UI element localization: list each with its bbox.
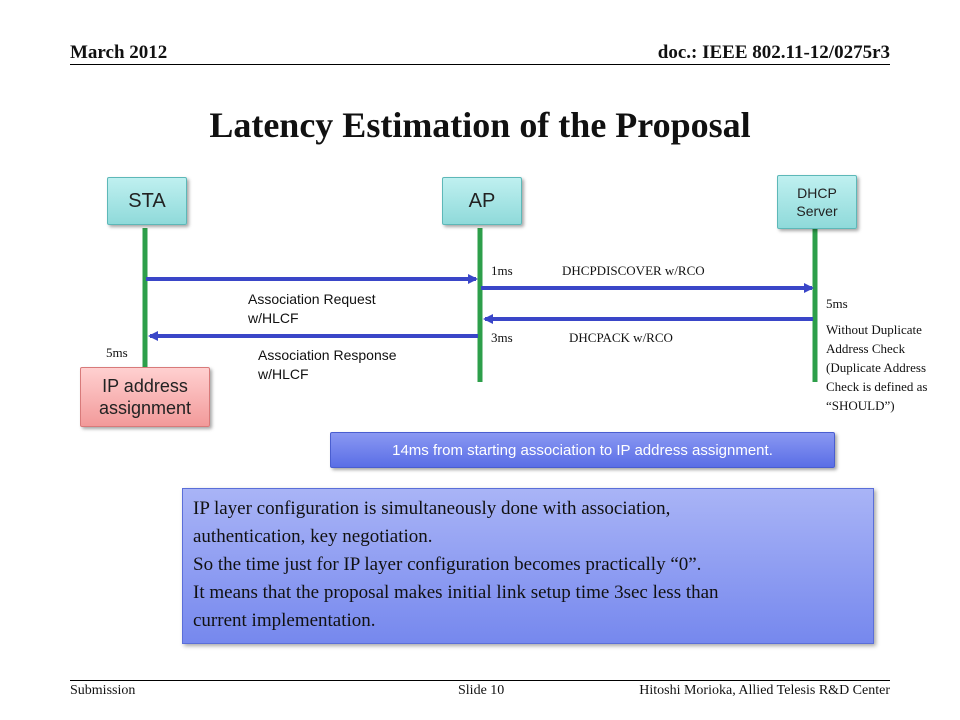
note-line: IP layer configuration is simultaneously…	[193, 498, 671, 519]
header-date: March 2012	[70, 42, 168, 63]
dhcp-time-label: 5ms	[826, 296, 848, 311]
slide-title: Latency Estimation of the Proposal	[209, 105, 751, 145]
dup-note-line1: Without Duplicate	[826, 322, 922, 337]
assoc-response-label: Association Response w/HLCF	[258, 346, 397, 384]
assoc-request-line1: Association Request	[248, 291, 376, 307]
sta-box: STA	[107, 177, 187, 225]
dhcp-label-line2: Server	[796, 203, 838, 219]
dup-note-line4: Check is defined as	[826, 379, 928, 394]
ack-time-label: 3ms	[491, 330, 513, 345]
dup-note-line3: (Duplicate Address	[826, 360, 927, 375]
note-line: current implementation.	[193, 610, 376, 631]
footer-author: Hitoshi Morioka, Allied Telesis R&D Cent…	[639, 683, 890, 698]
discover-time-label: 1ms	[491, 263, 513, 278]
dup-note-line5: “SHOULD”)	[826, 398, 895, 413]
assoc-response-line2: w/HLCF	[258, 366, 309, 382]
footer-slide-number: Slide 10	[458, 683, 505, 698]
dhcpack-label: DHCPACK w/RCO	[569, 330, 673, 345]
ip-box-line2: assignment	[98, 398, 192, 418]
dhcp-server-box: DHCP Server	[777, 175, 857, 229]
dup-note-line2: Address Check	[826, 341, 906, 356]
notes-box: IP layer configuration is simultaneously…	[182, 488, 874, 644]
ip-address-assignment-box: IP address assignment	[80, 367, 210, 427]
summary-box: 14ms from starting association to IP add…	[330, 432, 835, 468]
assoc-request-line2: w/HLCF	[248, 310, 299, 326]
ip-box-line1: IP address	[102, 376, 188, 396]
assoc-request-label: Association Request w/HLCF	[248, 290, 376, 328]
header-doc-id: doc.: IEEE 802.11-12/0275r3	[657, 42, 890, 63]
assoc-response-line1: Association Response	[258, 347, 397, 363]
footer-rule	[70, 680, 890, 681]
duplicate-check-note: Without Duplicate Address Check (Duplica…	[826, 320, 927, 415]
note-line: So the time just for IP layer configurat…	[193, 554, 702, 575]
note-line: It means that the proposal makes initial…	[193, 582, 719, 603]
sta-time-label: 5ms	[106, 345, 128, 360]
header-rule	[70, 64, 890, 65]
ap-box: AP	[442, 177, 522, 225]
dhcp-label-line1: DHCP	[797, 185, 837, 201]
footer-submission: Submission	[70, 683, 136, 698]
note-line: authentication, key negotiation.	[193, 526, 433, 547]
dhcpdiscover-label: DHCPDISCOVER w/RCO	[562, 263, 705, 278]
